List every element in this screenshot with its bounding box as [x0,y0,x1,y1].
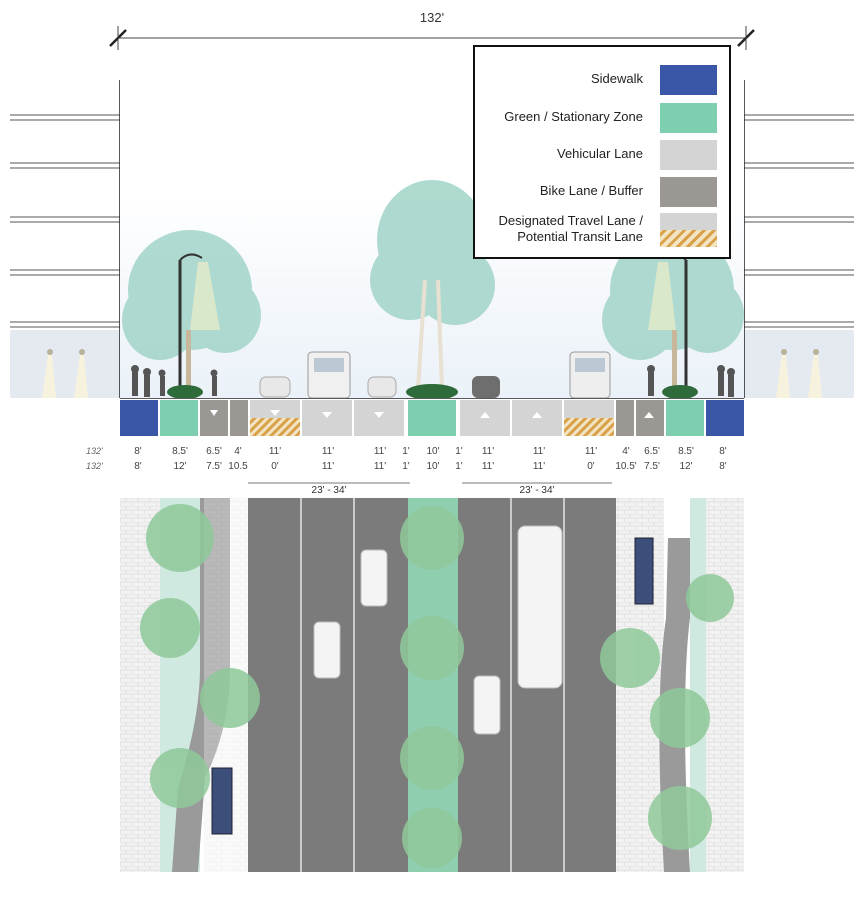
tree-center [370,180,495,325]
arrow-up-icon [532,412,542,418]
plan-car-3 [473,675,501,735]
dimension-value: 1' [455,446,463,457]
tree-left [122,230,261,360]
tree-right [602,230,744,360]
dimension-value: 11' [268,446,282,457]
dimension-value: 8' [134,461,142,472]
legend-swatch [660,103,717,133]
dimension-value: 10' [426,461,440,472]
dimension-value: 8' [719,461,727,472]
dimension-value: 12' [173,461,187,472]
legend-label: Bike Lane / Buffer [539,183,643,198]
row-label-existing: 132' [86,446,103,456]
car-1 [259,376,291,398]
street-section-illustration [122,180,744,398]
dimension-value: 11' [481,461,495,472]
arrow-up-icon [480,412,490,418]
lane-brackets [248,482,612,484]
legend-item-green-zone: Green / Stationary Zone [475,101,731,133]
dimension-value: 10' [426,446,440,457]
legend-item-bike-lane: Bike Lane / Buffer [475,175,731,207]
legend-swatch [660,65,717,95]
left-building [10,80,120,398]
right-building [744,80,854,398]
dimension-value: 1' [402,446,410,457]
legend-item-transit-lane: Designated Travel Lane / Potential Trans… [475,211,731,247]
legend-swatch [660,140,717,170]
dimension-value: 1' [402,461,410,472]
dimension-value: 1' [455,461,463,472]
dimension-value: 10.5' [615,461,637,472]
dimension-value: 0' [271,461,279,472]
dimension-value: 4' [234,446,242,457]
dimension-value: 11' [481,446,495,457]
legend: Sidewalk Green / Stationary Zone Vehicul… [473,45,731,259]
plan-sidewalk-left [120,498,160,872]
legend-label: Green / Stationary Zone [504,109,643,124]
dimension-value: 6.5' [644,446,660,457]
legend-swatch-hatched [660,213,717,247]
dimension-value: 8.5' [172,446,188,457]
plan-sidewalk-right [706,498,744,872]
legend-label: Sidewalk [590,71,643,86]
bracket-label-left: 23' - 34' [311,485,347,496]
overall-width-dimension [109,26,755,50]
plan-car-1 [360,549,388,607]
legend-label: Designated Travel Lane / Potential Trans… [498,213,643,244]
bracket-label-right: 23' - 34' [519,485,555,496]
dimension-value: 7.5' [644,461,660,472]
overall-width-label: 132' [419,10,445,25]
arrow-down-icon [322,412,332,418]
dimension-value: 11' [321,446,335,457]
dimension-value: 8.5' [678,446,694,457]
dimension-value: 11' [532,461,546,472]
dimension-value: 12' [679,461,693,472]
plan-car-2 [313,621,341,679]
arrow-down-icon [374,412,384,418]
dimension-value: 4' [622,446,630,457]
dimension-value: 6.5' [206,446,222,457]
car-3 [472,376,500,398]
dimension-value: 11' [373,446,387,457]
car-2 [367,376,397,398]
dimension-value: 11' [321,461,335,472]
dimension-value: 7.5' [206,461,222,472]
legend-label: Vehicular Lane [556,146,643,161]
dimension-value: 0' [587,461,595,472]
legend-item-vehicular-lane: Vehicular Lane [475,138,731,170]
dimension-value: 11' [532,446,546,457]
plan-bus [517,525,563,689]
dimension-value: 8' [134,446,142,457]
plan-bike-rack-right [634,537,654,605]
plan-view [120,498,744,872]
plan-bike-rack-left [211,767,233,835]
arrow-up-icon [644,412,654,418]
dimension-value: 11' [373,461,387,472]
legend-item-sidewalk: Sidewalk [475,63,731,95]
dimension-value: 10.5 [228,461,248,472]
arrow-down-icon [270,410,280,416]
legend-swatch [660,177,717,207]
dimension-value: 8' [719,446,727,457]
arrow-down-icon [210,410,218,416]
dimension-value: 11' [584,446,598,457]
row-label-proposed: 132' [86,461,103,471]
lane-color-bar [120,398,744,436]
